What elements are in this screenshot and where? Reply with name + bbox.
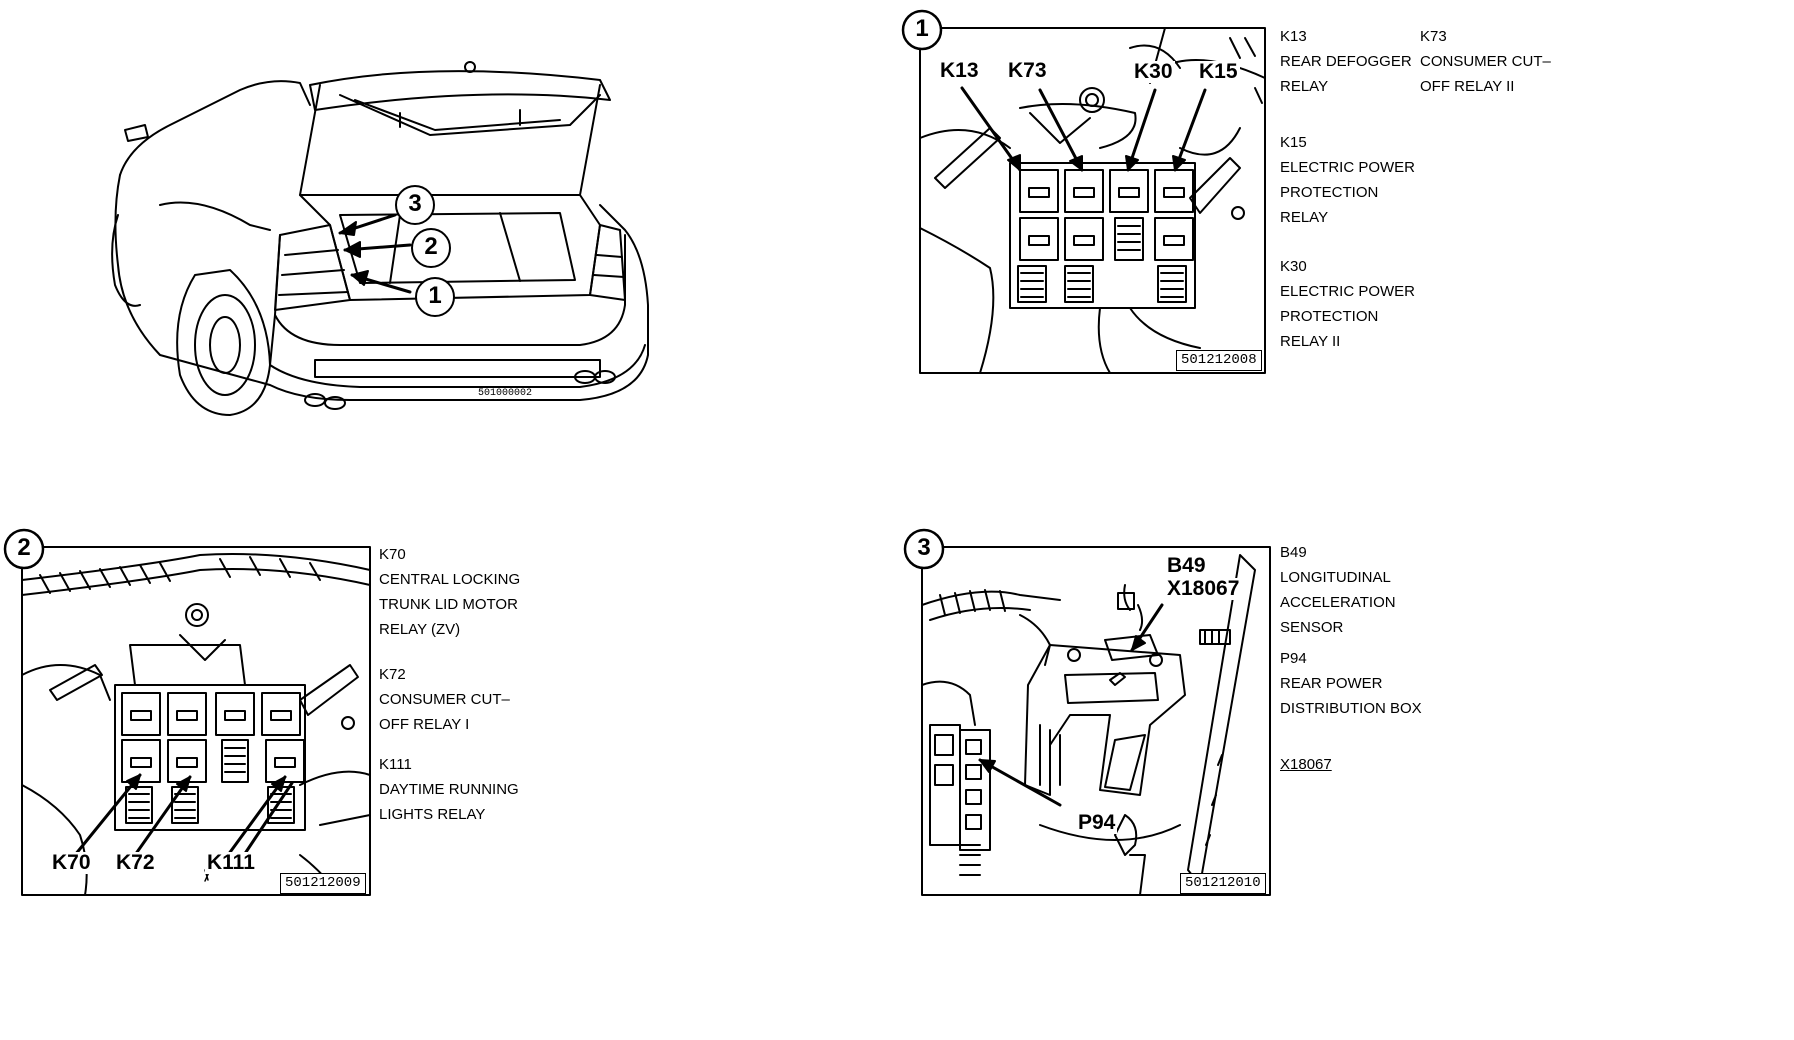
- car-illustration: 3 2 1 501000002: [100, 55, 720, 435]
- legend-line: DISTRIBUTION BOX: [1280, 700, 1422, 717]
- legend-line: CONSUMER CUT–: [1420, 53, 1551, 70]
- legend-line: PROTECTION: [1280, 184, 1379, 201]
- legend-code: K73: [1420, 28, 1447, 45]
- legend-line: DAYTIME RUNNING: [379, 781, 519, 798]
- legend-code: B49: [1280, 544, 1307, 561]
- panel-2-legend-k72: K72 CONSUMER CUT– OFF RELAY I: [379, 662, 510, 737]
- panel-2-legend-k70: K70 CENTRAL LOCKING TRUNK LID MOTOR RELA…: [379, 542, 520, 642]
- panel-3: 3 B49 X18067 P94 501212010: [900, 525, 1272, 897]
- car-image-code: 501000002: [478, 388, 533, 399]
- legend-line: RELAY (ZV): [379, 621, 461, 638]
- panel-1-legend-k13: K13 REAR DEFOGGER RELAY: [1280, 24, 1412, 99]
- callout-b49: B49: [1165, 554, 1208, 577]
- panel-1-legend-k15: K15 ELECTRIC POWER PROTECTION RELAY: [1280, 130, 1415, 230]
- callout-k15: K15: [1197, 60, 1240, 83]
- legend-line: ACCELERATION: [1280, 594, 1396, 611]
- callout-k70: K70: [50, 851, 93, 874]
- legend-line: RELAY: [1280, 78, 1329, 95]
- legend-line: ELECTRIC POWER: [1280, 159, 1416, 176]
- legend-line: RELAY: [1280, 209, 1329, 226]
- legend-code: P94: [1280, 650, 1307, 667]
- callout-k111: K111: [205, 851, 257, 874]
- panel-3-part-number: 501212010: [1180, 873, 1266, 894]
- legend-code: K111: [379, 756, 412, 773]
- legend-line: RELAY II: [1280, 333, 1341, 350]
- panel-2-part-number: 501212009: [280, 873, 366, 894]
- panel-2-number: 2: [17, 534, 31, 561]
- car-rear-open-trunk-drawing: [111, 61, 649, 416]
- callout-k73: K73: [1006, 59, 1049, 82]
- legend-line: CENTRAL LOCKING: [379, 571, 521, 588]
- panel-1-legend-k30: K30 ELECTRIC POWER PROTECTION RELAY II: [1280, 254, 1415, 354]
- callout-x18067: X18067: [1165, 577, 1242, 600]
- panel-1-number: 1: [915, 15, 929, 42]
- legend-line: LIGHTS RELAY: [379, 806, 486, 823]
- legend-line: OFF RELAY II: [1420, 78, 1515, 95]
- legend-line: REAR DEFOGGER: [1280, 53, 1412, 70]
- sensor-bracket-drawing: [903, 528, 1271, 896]
- legend-line: OFF RELAY I: [379, 716, 470, 733]
- panel-3-legend-b49: B49 LONGITUDINAL ACCELERATION SENSOR: [1280, 540, 1396, 640]
- panel-3-legend-x18067: X18067: [1280, 752, 1332, 777]
- callout-p94: P94: [1076, 811, 1118, 834]
- relay-box-drawing: [3, 528, 371, 896]
- legend-line: ELECTRIC POWER: [1280, 283, 1416, 300]
- car-callout-1: 1: [428, 282, 442, 309]
- panel-2-legend-k111: K111 DAYTIME RUNNING LIGHTS RELAY: [379, 752, 519, 827]
- legend-line: PROTECTION: [1280, 308, 1379, 325]
- legend-code: K70: [379, 546, 406, 563]
- legend-line: SENSOR: [1280, 619, 1344, 636]
- panel-1: 1 K13 K73 K30 K15 501212008: [900, 8, 1270, 378]
- legend-line: LONGITUDINAL: [1280, 569, 1391, 586]
- car-callout-2: 2: [424, 233, 438, 260]
- legend-line: CONSUMER CUT–: [379, 691, 510, 708]
- callout-k30: K30: [1132, 60, 1175, 83]
- legend-code: K15: [1280, 134, 1307, 151]
- panel-1-legend-k73: K73 CONSUMER CUT– OFF RELAY II: [1420, 24, 1551, 99]
- panel-1-part-number: 501212008: [1176, 350, 1262, 371]
- panel-3-number: 3: [917, 534, 931, 561]
- legend-line: TRUNK LID MOTOR: [379, 596, 518, 613]
- relay-box-drawing: [901, 9, 1266, 374]
- car-callout-3: 3: [408, 190, 422, 217]
- panel-2: 2 K70 K72 K111 501212009: [0, 525, 372, 897]
- legend-code: K72: [379, 666, 406, 683]
- legend-code: K30: [1280, 258, 1307, 275]
- legend-line: REAR POWER: [1280, 675, 1383, 692]
- callout-k72: K72: [114, 851, 157, 874]
- legend-code: K13: [1280, 28, 1307, 45]
- panel-3-legend-p94: P94 REAR POWER DISTRIBUTION BOX: [1280, 646, 1422, 721]
- legend-code: X18067: [1280, 756, 1332, 773]
- callout-k13: K13: [938, 59, 981, 82]
